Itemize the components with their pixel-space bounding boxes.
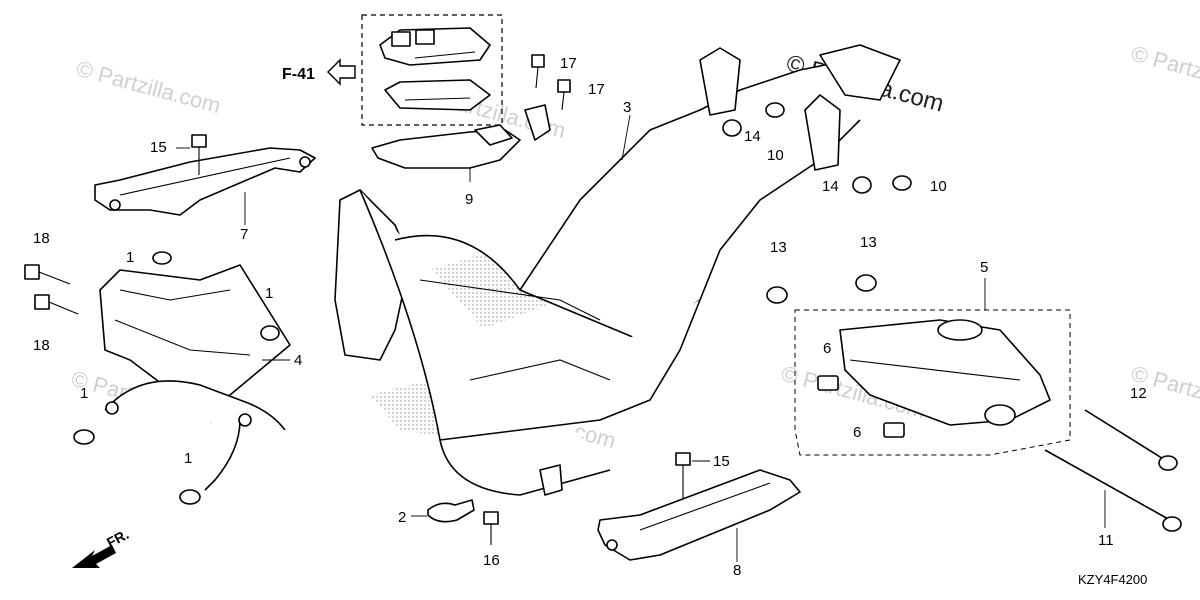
callout-18-lower: 18 bbox=[33, 337, 50, 354]
callout-1-left: 1 bbox=[80, 385, 88, 402]
front-arrow-icon bbox=[72, 545, 116, 568]
callout-4: 4 bbox=[294, 352, 302, 369]
callout-1-lower: 1 bbox=[184, 450, 192, 467]
reference-arrow-icon bbox=[327, 58, 356, 86]
callout-16: 16 bbox=[483, 552, 500, 569]
part-17-bolts bbox=[524, 54, 571, 141]
callout-12: 12 bbox=[1130, 385, 1147, 402]
callout-2: 2 bbox=[398, 509, 406, 526]
callout-5: 5 bbox=[980, 259, 988, 276]
ecu-inset: F-41 bbox=[282, 14, 503, 126]
callout-labels: 15 7 18 1 1 18 4 1 1 17 17 3 9 14 10 14 … bbox=[33, 55, 1147, 579]
part-1-grommets bbox=[73, 251, 280, 505]
part-7-bracket bbox=[94, 147, 316, 225]
callout-10-lower: 10 bbox=[930, 178, 947, 195]
part-12-bolt bbox=[1084, 409, 1178, 471]
callout-18-upper: 18 bbox=[33, 230, 50, 247]
callout-14-upper: 14 bbox=[744, 128, 761, 145]
part-4-subframe bbox=[99, 264, 291, 491]
part-13-collars bbox=[766, 274, 877, 304]
callout-7: 7 bbox=[240, 226, 248, 243]
callout-15-lower: 15 bbox=[713, 453, 730, 470]
part-5-engine-hanger bbox=[794, 278, 1071, 456]
part-2-clamp bbox=[411, 499, 475, 523]
callout-17-top: 17 bbox=[560, 55, 577, 72]
part-10-14-rubbers bbox=[722, 102, 912, 194]
callout-14-lower: 14 bbox=[822, 178, 839, 195]
callout-8: 8 bbox=[733, 562, 741, 579]
front-direction: FR. bbox=[72, 526, 131, 568]
callout-3: 3 bbox=[623, 99, 631, 116]
callout-1-upper: 1 bbox=[126, 249, 134, 266]
diagram-code: KZY4F4200 bbox=[1078, 572, 1147, 587]
part-18-bolts bbox=[24, 264, 79, 315]
callout-9: 9 bbox=[465, 191, 473, 208]
callout-17-bottom: 17 bbox=[588, 81, 605, 98]
part-9-bracket bbox=[371, 124, 521, 182]
callout-13-left: 13 bbox=[770, 239, 787, 256]
callout-1-right: 1 bbox=[265, 285, 273, 302]
callout-10-upper: 10 bbox=[767, 147, 784, 164]
front-direction-label: FR. bbox=[104, 526, 131, 551]
callout-11: 11 bbox=[1098, 532, 1114, 549]
callout-6-upper: 6 bbox=[823, 340, 831, 357]
part-15-bolt-upper bbox=[176, 134, 207, 175]
part-3-main-frame bbox=[334, 44, 901, 496]
watermark-top-left: © Partzilla.com bbox=[74, 56, 224, 119]
part-16-bolt bbox=[483, 511, 499, 545]
callout-6-lower: 6 bbox=[853, 424, 861, 441]
reference-label: F-41 bbox=[282, 66, 315, 83]
callout-13-right: 13 bbox=[860, 234, 877, 251]
callout-15-upper: 15 bbox=[150, 139, 167, 156]
part-8-footrest bbox=[597, 469, 801, 562]
part-6-rubbers bbox=[817, 375, 905, 438]
watermark-right: © Partzilla.com bbox=[1129, 41, 1200, 104]
part-11-bolt bbox=[1044, 449, 1182, 532]
